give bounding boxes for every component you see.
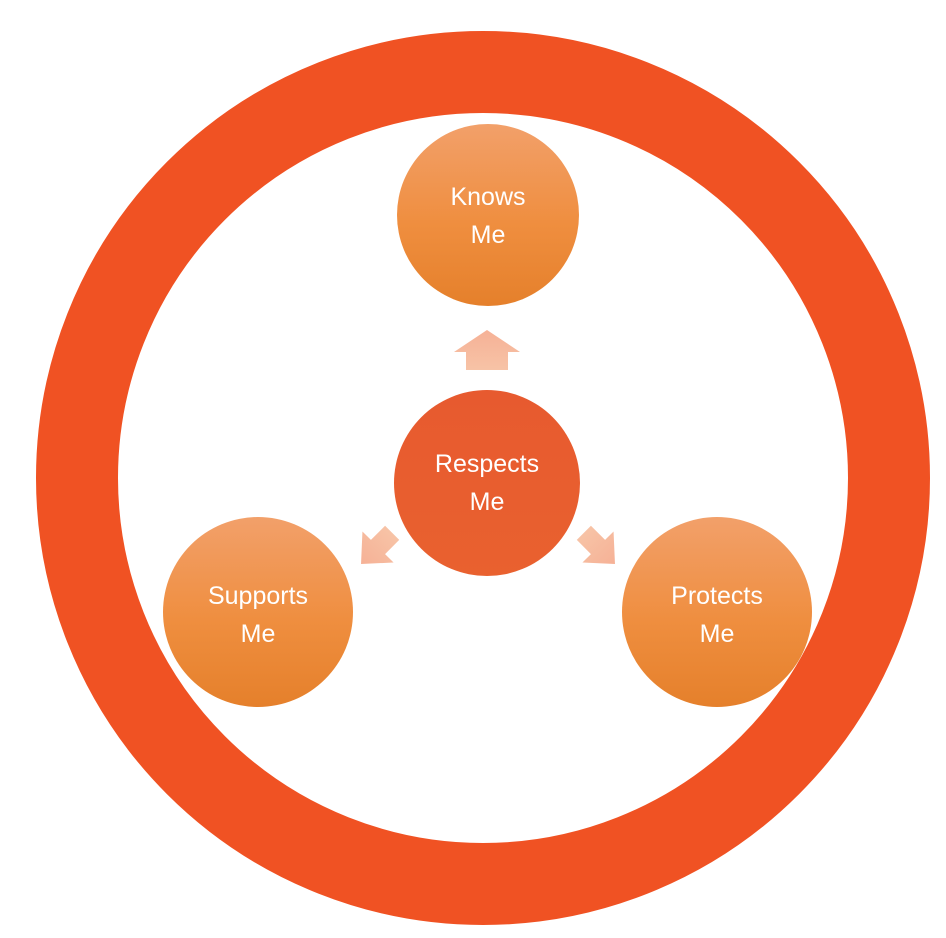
arrow-down-left-icon xyxy=(361,525,400,564)
arrow-up-icon xyxy=(454,330,520,370)
outer-ring xyxy=(36,31,930,925)
node-knows-me-line2: Me xyxy=(471,221,506,249)
node-respects-me-line1: Respects xyxy=(435,450,539,478)
node-knows-me: Knows Me xyxy=(397,124,579,306)
node-supports-me-line1: Supports xyxy=(208,582,308,610)
arrow-down-right-icon xyxy=(576,525,615,564)
node-respects-me: Respects Me xyxy=(394,390,580,576)
node-protects-me-line1: Protects xyxy=(671,582,763,610)
node-respects-me-line2: Me xyxy=(470,488,505,516)
node-supports-me-line2: Me xyxy=(241,620,276,648)
node-knows-me-line1: Knows xyxy=(450,183,525,211)
node-protects-me-line2: Me xyxy=(700,620,735,648)
node-protects-me: Protects Me xyxy=(622,517,812,707)
node-supports-me: Supports Me xyxy=(163,517,353,707)
